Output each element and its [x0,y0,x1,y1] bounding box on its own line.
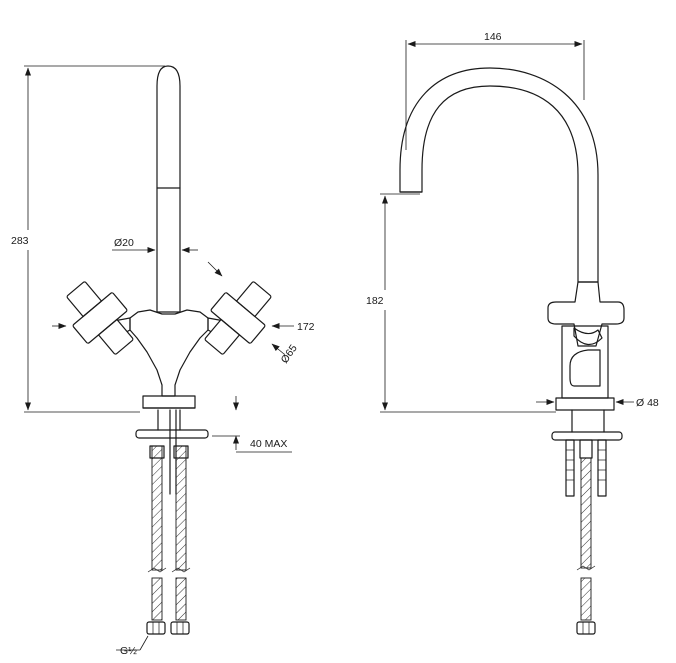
front-connector-callout: G½ [116,635,149,657]
side-base-diameter-label: Ø 48 [636,397,659,409]
front-handle-angle-arrow [207,261,223,277]
side-view: 146 182 Ø 48 [366,31,659,635]
front-spout-diameter-label: Ø20 [114,237,134,249]
front-base-diameter-label: Ø65 [279,342,300,365]
front-reach-label: 172 [297,321,315,333]
side-handle [547,281,625,347]
front-view: 283 Ø20 172 Ø65 40 MAX [11,65,315,657]
side-height-label: 182 [366,295,384,307]
side-body [555,325,615,411]
side-hoses [565,439,607,635]
side-reach-dimension: 146 [405,31,585,150]
front-deck-thickness-label: 40 MAX [250,438,287,450]
side-reach-label: 146 [484,31,502,43]
front-reach-dimension: 172 [52,321,315,333]
front-body [107,309,231,409]
front-connector-label: G½ [120,645,137,657]
front-hoses [146,445,191,635]
side-spout [399,67,599,283]
front-mounting-plate [135,409,209,495]
front-right-handle [204,281,272,355]
side-base-diameter-dimension: Ø 48 [536,397,659,409]
front-height-dimension: 283 [11,65,165,413]
front-spout-diameter-dimension: Ø20 [112,237,198,253]
front-left-handle [66,281,134,355]
front-deck-thickness-dimension: 40 MAX [212,396,292,453]
side-mounting-plate [551,409,623,441]
side-height-dimension: 182 [366,193,556,413]
front-base-diameter-dimension: Ø65 [271,342,300,366]
front-spout [156,65,181,313]
front-height-label: 283 [11,235,29,247]
